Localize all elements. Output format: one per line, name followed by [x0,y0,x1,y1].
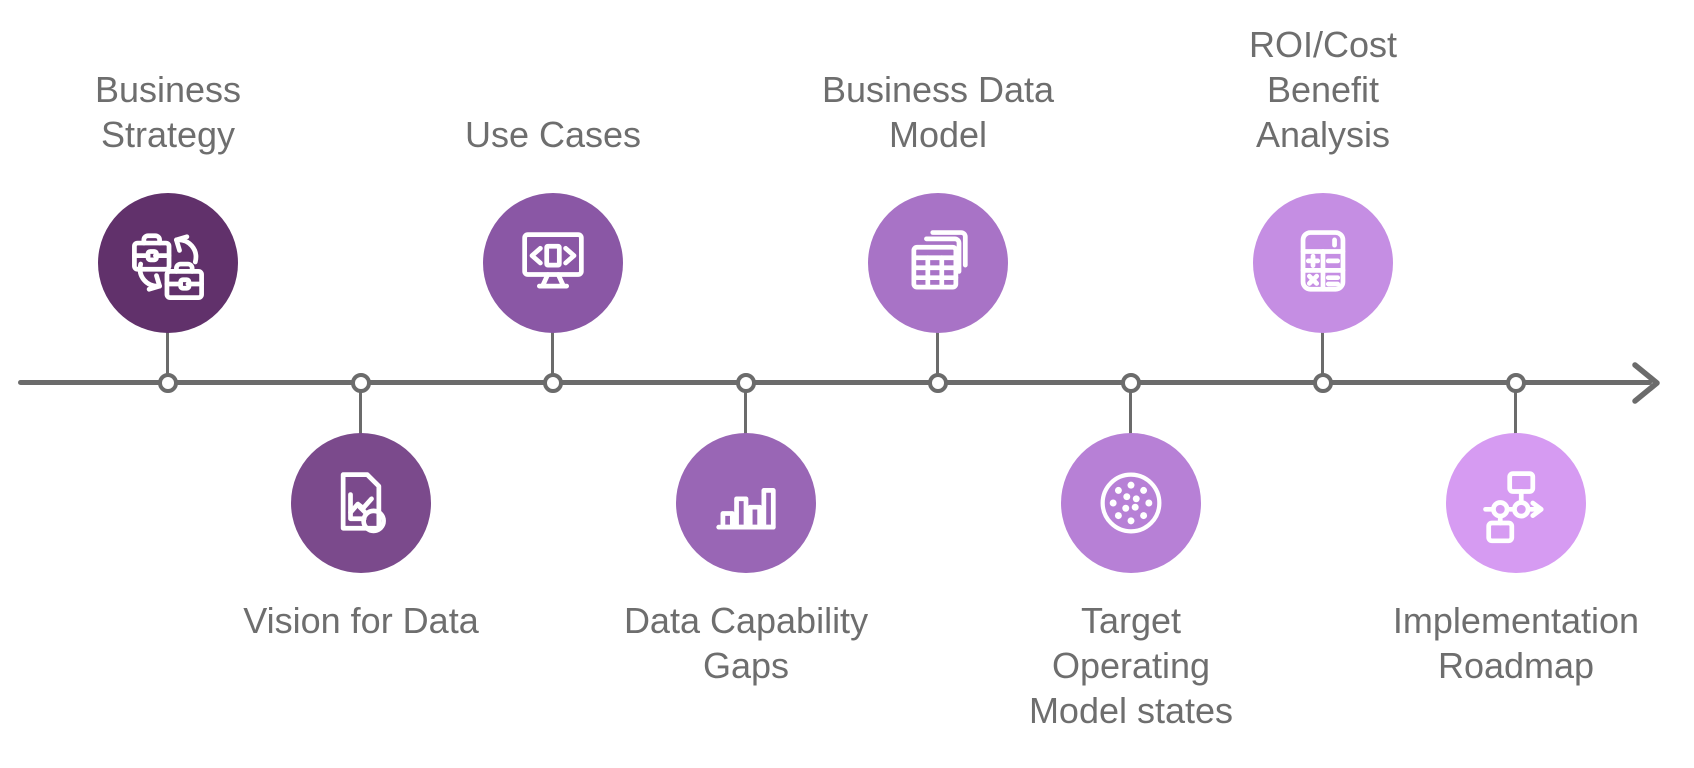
milestone-circle-data-capability-gaps [676,433,816,573]
timeline-node [736,373,756,393]
milestone-label-use-cases: Use Cases [464,114,642,155]
milestone-connector [1129,390,1132,436]
timeline-node [1313,373,1333,393]
dotted-sphere-icon [1100,472,1162,534]
milestone-circle-roi-cost-benefit-analysis [1253,193,1393,333]
calculator-icon [1300,230,1346,292]
milestone-label-implementation-roadmap: Implementation Roadmap [1392,600,1640,686]
timeline-node [351,373,371,393]
stacked-tables-icon [911,230,968,290]
flowchart-roadmap-icon [1483,471,1544,544]
milestone-connector [359,390,362,436]
timeline-node [1506,373,1526,393]
timeline-axis-line [18,380,1652,385]
timeline-node [158,373,178,393]
milestone-circle-implementation-roadmap [1446,433,1586,573]
milestone-circle-use-cases [483,193,623,333]
document-chart-magnifier-icon [340,472,386,534]
timeline-node [543,373,563,393]
briefcase-exchange-icon [132,233,204,301]
milestone-label-roi-cost-benefit-analysis: ROI/Cost Benefit Analysis [1248,24,1398,155]
milestone-connector [744,390,747,436]
bar-chart-icon [716,488,776,530]
monitor-code-icon [522,232,584,289]
milestone-label-vision-for-data: Vision for Data [243,600,479,641]
milestone-connector [936,330,939,376]
timeline-node [928,373,948,393]
milestone-label-business-strategy: Business Strategy [94,69,242,155]
timeline-arrowhead-icon [1632,362,1660,404]
milestone-label-business-data-model: Business Data Model [821,69,1055,155]
milestone-connector [166,330,169,376]
milestone-connector [551,330,554,376]
milestone-connector [1321,330,1324,376]
timeline-node [1121,373,1141,393]
milestone-circle-target-operating-model-states [1061,433,1201,573]
milestone-label-target-operating-model-states: Target Operating Model states [1028,600,1234,731]
milestone-circle-business-strategy [98,193,238,333]
milestone-connector [1514,390,1517,436]
milestone-label-data-capability-gaps: Data Capability Gaps [623,600,869,686]
milestone-circle-business-data-model [868,193,1008,333]
milestone-circle-vision-for-data [291,433,431,573]
